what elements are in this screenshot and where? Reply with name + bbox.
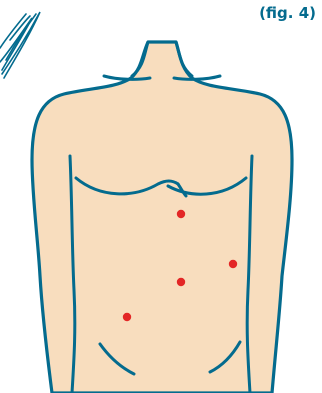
upper-abdomen-point — [177, 210, 185, 218]
lower-left-point — [123, 313, 131, 321]
center-abdomen-point — [177, 278, 185, 286]
right-side-point — [229, 260, 237, 268]
pen-scribble-icon — [0, 12, 40, 78]
figure-label: (fig. 4) — [259, 4, 316, 22]
